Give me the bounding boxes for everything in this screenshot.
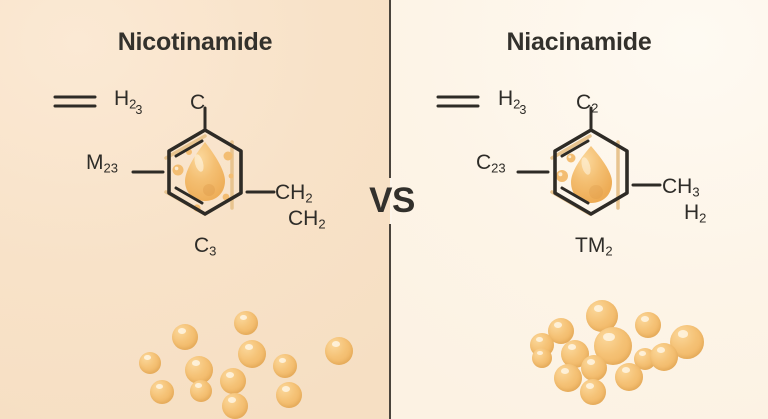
right-panel-title: Niacinamide: [506, 28, 652, 56]
left-label-ch2-a-base: CH: [275, 181, 306, 204]
right-label-h2-base: H: [684, 201, 700, 224]
left-particle-cluster: [130, 300, 360, 419]
right-label-h23-sub2: 3: [519, 103, 527, 118]
right-label-tm2-sub: 2: [605, 243, 613, 259]
left-label-h23: H23: [114, 88, 142, 117]
left-label-c-atom: C: [190, 91, 206, 114]
particle: [650, 343, 678, 371]
particle: [222, 393, 248, 419]
left-label-c3-base: C: [194, 234, 210, 257]
right-label-c23: C23: [476, 152, 506, 175]
particle: [273, 354, 297, 378]
left-label-m23-base: M: [86, 151, 104, 174]
right-label-h23-sub: 2: [513, 96, 521, 112]
right-particle-cluster: [530, 296, 730, 411]
left-label-ch2-b: CH2: [288, 208, 326, 231]
particle: [150, 380, 174, 404]
particle: [586, 300, 618, 332]
right-label-c23-sub: 23: [491, 160, 506, 176]
right-molecule-svg: [436, 95, 662, 216]
right-label-tm2-base: TM: [575, 234, 606, 257]
left-molecule-svg: [53, 95, 276, 216]
particle: [581, 355, 607, 381]
left-label-ch2-b-sub: 2: [318, 216, 326, 232]
left-label-ch2-a: CH2: [275, 182, 313, 205]
left-molecule-diagram: [0, 80, 390, 270]
right-label-h23: H23: [498, 88, 526, 117]
right-label-c2-sub: 2: [591, 100, 599, 116]
right-label-ch3-sub: 3: [692, 184, 700, 200]
left-panel-title: Nicotinamide: [117, 28, 273, 56]
right-label-c2-atom: C2: [576, 92, 598, 115]
left-label-c3: C3: [194, 235, 216, 258]
divider-gap: [388, 178, 392, 224]
left-label-c3-sub: 3: [209, 243, 217, 259]
particle: [190, 380, 212, 402]
particle: [185, 356, 213, 384]
right-label-c2-base: C: [576, 91, 592, 114]
right-label-ch3: CH3: [662, 176, 700, 199]
right-label-h2: H2: [684, 202, 706, 225]
right-label-h23-base: H: [498, 87, 514, 110]
particle: [139, 352, 161, 374]
vs-label: VS: [369, 181, 415, 220]
right-label-h2-sub: 2: [699, 210, 707, 226]
particle: [238, 340, 266, 368]
right-label-tm2: TM2: [575, 235, 613, 258]
particle: [615, 363, 643, 391]
particle: [325, 337, 353, 365]
left-label-m23: M23: [86, 152, 118, 175]
particle: [172, 324, 198, 350]
particle: [234, 311, 258, 335]
vertical-divider: [388, 0, 392, 419]
particle: [635, 312, 661, 338]
left-label-h23-sub2: 3: [135, 103, 143, 118]
left-label-h23-base: H: [114, 87, 130, 110]
particle: [276, 382, 302, 408]
right-molecule-diagram: [390, 80, 768, 270]
left-label-ch2-b-base: CH: [288, 207, 319, 230]
particle: [220, 368, 246, 394]
particle: [580, 379, 606, 405]
particle: [532, 348, 552, 368]
right-label-c23-base: C: [476, 151, 492, 174]
particle: [554, 364, 582, 392]
left-label-ch2-a-sub: 2: [305, 190, 313, 206]
left-label-m23-sub: 23: [103, 160, 118, 176]
right-label-ch3-base: CH: [662, 175, 693, 198]
left-label-h23-sub: 2: [129, 96, 137, 112]
